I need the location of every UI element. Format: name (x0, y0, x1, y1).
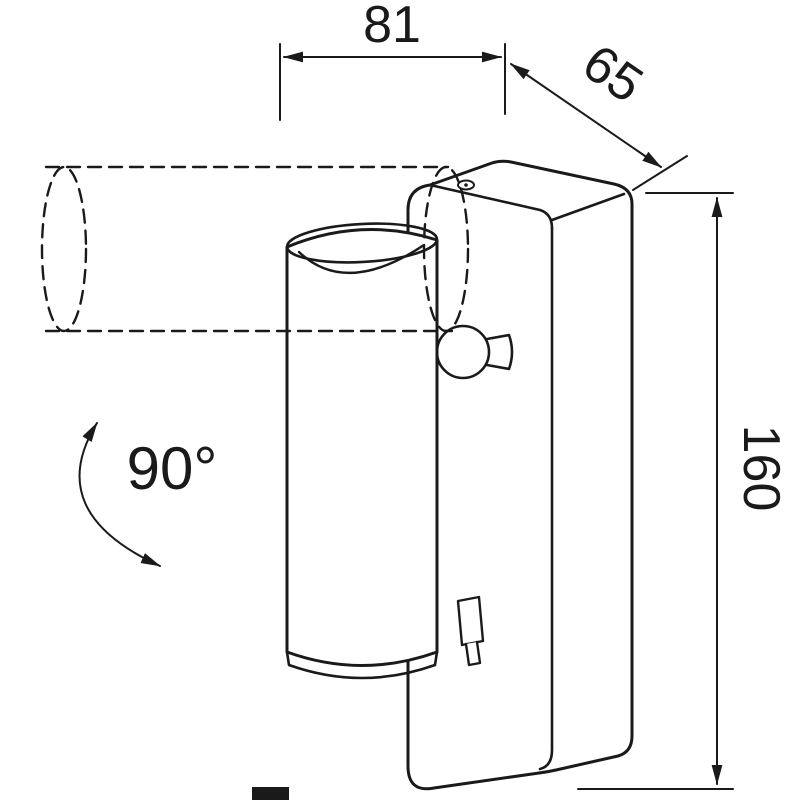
dimension-depth-ext-far (632, 155, 688, 191)
pivot-knob (435, 324, 514, 380)
cylinder-top-cut-edge (297, 243, 426, 275)
bottom-partial-mark (252, 787, 289, 800)
dimension-depth-line (510, 63, 662, 168)
pivot-knob-neck (485, 333, 514, 371)
dashed-right-endcap (422, 165, 470, 333)
wall-plate-front-side-edge (538, 226, 554, 771)
toggle-switch-body (456, 595, 485, 647)
rotation-annotation: 90° (78, 422, 218, 567)
dimension-height-label: 160 (732, 425, 790, 512)
cylinder-body (285, 228, 439, 667)
wall-plate-front-top-edge (428, 183, 554, 230)
wall-plate-body (406, 159, 634, 791)
toggle-switch-stem (464, 640, 482, 667)
rotation-arrow (78, 422, 161, 567)
drawing-root: 81 65 160 90° (40, 0, 790, 800)
mounting-hole-center (464, 183, 468, 187)
rotation-angle-label: 90° (127, 435, 218, 502)
pivot-knob-cap (435, 324, 491, 380)
dimension-width-label: 81 (363, 0, 421, 54)
lamp-head-cylinder (285, 222, 439, 680)
wall-plate (406, 159, 634, 791)
cylinder-bottom-ring (285, 650, 439, 680)
cylinder-top-rim (285, 222, 439, 264)
dimension-width: 81 (279, 0, 506, 121)
mounting-hole-icon (457, 179, 475, 191)
toggle-switch (456, 595, 485, 667)
wall-plate-top-side-edge (550, 192, 626, 222)
dimension-height: 160 (577, 192, 790, 790)
dimension-depth-label: 65 (572, 34, 653, 115)
dashed-left-endcap (40, 165, 88, 333)
rotated-head-dashed-outline (40, 165, 470, 333)
